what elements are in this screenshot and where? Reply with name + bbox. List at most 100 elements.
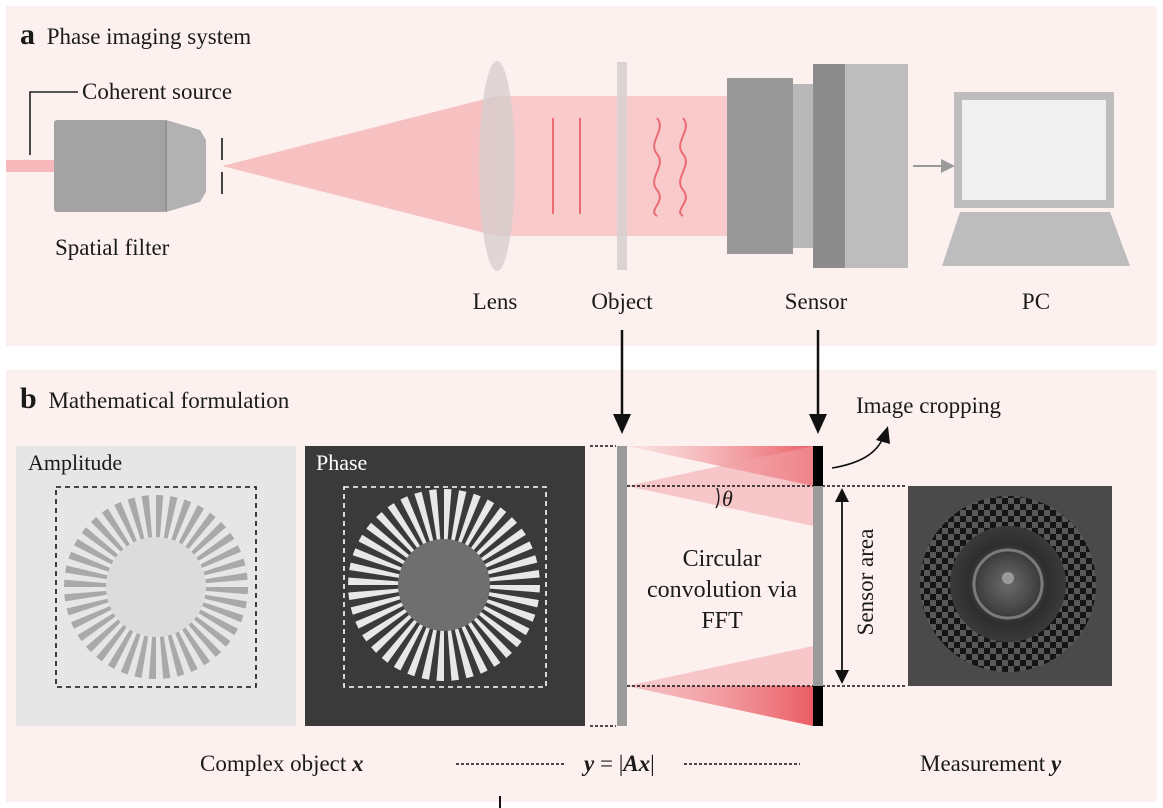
amplitude-spoke — [64, 590, 109, 602]
phase-spoke — [358, 534, 407, 565]
amplitude-spoke — [184, 512, 216, 551]
phase-spoke — [393, 622, 424, 671]
convolution-label: Circular convolution via FFT — [647, 546, 797, 635]
phase-spoke — [362, 608, 409, 642]
phase-spoke — [414, 491, 434, 544]
phase-spoke — [447, 628, 459, 681]
phase-spoke — [472, 616, 512, 658]
arrow-from-sensor — [809, 330, 827, 434]
amplitude-spoke — [68, 551, 112, 573]
phase-spoke — [477, 610, 522, 648]
phase-spoke — [352, 548, 404, 572]
amplitude-spoke — [196, 608, 238, 636]
amplitude-spoke — [202, 594, 247, 609]
phase-crop-box — [343, 486, 547, 688]
amplitude-spoke — [194, 532, 235, 562]
amplitude-spoke — [189, 521, 226, 556]
phase-spoke — [450, 490, 467, 543]
image-cropping-label: Image cropping — [856, 393, 1001, 418]
phase-spoke — [400, 496, 428, 546]
panel-a-heading: a Phase imaging system — [20, 20, 251, 50]
amplitude-spoke — [127, 497, 145, 542]
image-cropping-arrow — [831, 426, 890, 469]
amplitude-spoke — [163, 496, 178, 541]
sensor-camera — [727, 64, 908, 268]
complex-object-var: x — [352, 751, 364, 776]
sensor-plane-crop-bottom — [813, 686, 823, 726]
coherent-source-leader — [29, 91, 78, 155]
amplitude-spoke — [77, 612, 118, 642]
coherent-source-label: Coherent source — [82, 79, 233, 104]
phase-spoke — [429, 489, 441, 542]
amplitude-spoke — [101, 508, 131, 549]
laser-beam — [6, 160, 64, 172]
eq-y: y — [584, 751, 595, 776]
complex-object-text: Complex object — [200, 751, 347, 776]
panel-b-title: Mathematical formulation — [48, 388, 290, 413]
amplitude-siemens-star — [64, 495, 248, 679]
lens — [479, 61, 515, 271]
eq-x: x — [638, 751, 651, 776]
phase-spoke — [483, 541, 533, 569]
amplitude-spoke — [159, 634, 171, 679]
phase-spoke — [436, 628, 444, 681]
pc-label: PC — [1021, 289, 1051, 314]
phase-spoke — [457, 493, 481, 545]
measurement-ring-mid — [972, 548, 1044, 620]
phase-spoke — [381, 618, 419, 663]
amplitude-spoke — [74, 538, 116, 566]
phase-spoke — [486, 591, 539, 608]
object-label: Object — [591, 289, 653, 314]
amplitude-spoke — [66, 598, 111, 616]
amplitude-spoke — [181, 625, 211, 666]
lens-label: Lens — [472, 289, 518, 314]
object-plate — [617, 62, 627, 270]
panel-b-heading: b Mathematical formulation — [20, 384, 289, 414]
phase-spoke — [479, 528, 526, 562]
pc-laptop — [942, 92, 1130, 266]
phase-spoke — [484, 598, 536, 622]
amplitude-spoke — [200, 601, 244, 623]
amplitude-spoke — [167, 632, 185, 677]
forward-model-equation: y = |Ax| — [584, 752, 655, 775]
amplitude-center — [106, 537, 206, 637]
distorted-wave-2 — [679, 117, 687, 217]
phase-spoke — [348, 588, 401, 600]
phase-spoke — [469, 507, 507, 552]
phase-spoke — [467, 620, 501, 667]
phase-spoke — [485, 555, 538, 575]
amplitude-spoke — [174, 629, 198, 672]
complex-object-label: Complex object x — [200, 752, 364, 775]
phase-center — [398, 539, 490, 631]
distorted-wave-1 — [653, 117, 661, 217]
phase-spoke — [366, 522, 411, 560]
panel-a-title: Phase imaging system — [46, 24, 252, 49]
amplitude-spoke — [90, 517, 125, 554]
eq-close: | — [650, 751, 655, 776]
amplitude-spoke — [156, 495, 164, 540]
phase-label: Phase — [316, 450, 368, 475]
spatial-filter — [54, 120, 223, 212]
phase-spoke — [460, 624, 488, 674]
theta-label: θ — [722, 486, 733, 511]
phase-spoke — [376, 512, 416, 554]
amplitude-spoke — [71, 605, 114, 629]
amplitude-spoke — [114, 502, 138, 545]
phase-spoke — [487, 585, 540, 593]
phase-siemens-star — [348, 489, 540, 681]
phase-spoke — [355, 601, 405, 629]
panel-b-letter: b — [20, 382, 37, 415]
phase-spoke — [487, 570, 540, 582]
amplitude-spoke — [134, 633, 149, 678]
measurement-var: y — [1050, 751, 1062, 776]
measurement-center — [1002, 572, 1014, 584]
amplitude-spoke — [96, 623, 128, 662]
amplitude-spoke — [192, 615, 231, 647]
phase-spoke — [464, 499, 495, 548]
phase-spoke — [407, 625, 431, 677]
phase-spoke — [444, 489, 452, 542]
sensor-area-arrow — [835, 488, 849, 684]
amplitude-spoke — [201, 558, 246, 576]
